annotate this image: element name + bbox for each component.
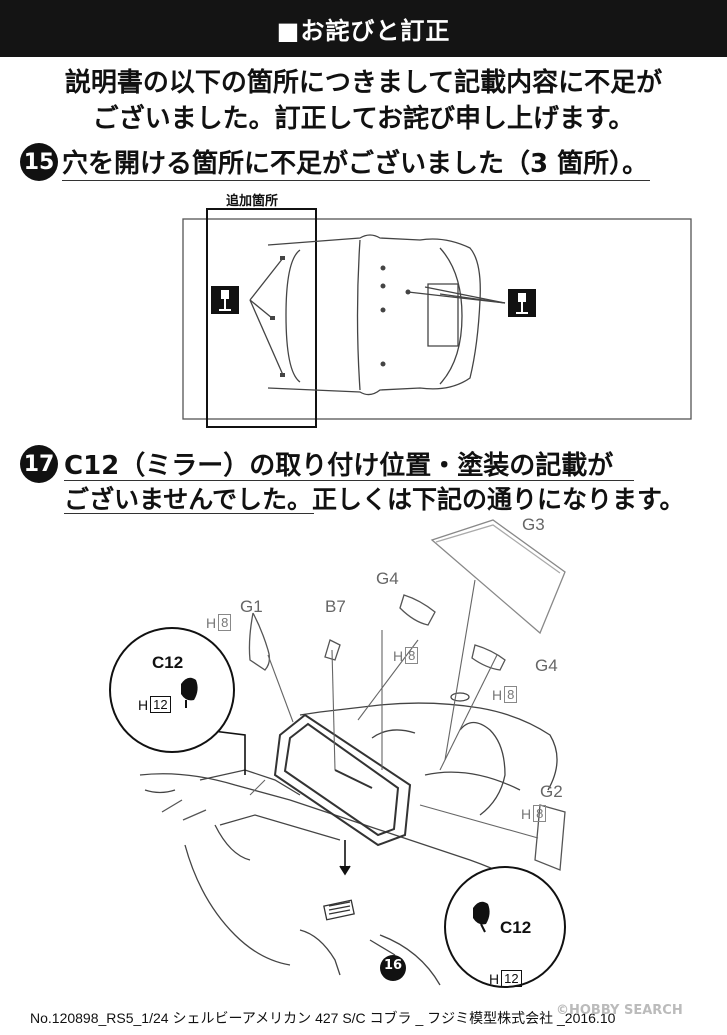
drill-icon bbox=[211, 286, 239, 314]
drill-icon bbox=[508, 289, 536, 317]
windshield-glass-g3 bbox=[430, 519, 566, 635]
section-17-underline-2 bbox=[64, 513, 314, 514]
windshield-frame bbox=[273, 713, 412, 847]
part-label-c12-right: C12 bbox=[500, 918, 532, 937]
section-15-underline bbox=[62, 180, 650, 181]
part-label-g2: G2 bbox=[540, 782, 563, 801]
part-label-g4-right: G4 bbox=[535, 656, 558, 675]
footer-text: No.120898_RS5_1/24 シェルビーアメリカン 427 S/C コブ… bbox=[30, 1010, 616, 1026]
section-15-number: 15 bbox=[20, 143, 58, 181]
part-label-b7: B7 bbox=[325, 597, 346, 616]
watermark: ©HOBBY SEARCH bbox=[556, 1003, 683, 1018]
banner-title: ■お詫びと訂正 bbox=[276, 17, 451, 45]
section-17-line-2: ございませんでした。正しくは下記の通りになります。 bbox=[64, 485, 685, 514]
part-label-g1: G1 bbox=[240, 597, 263, 616]
leader-lines bbox=[249, 579, 539, 839]
part-label-g3: G3 bbox=[522, 515, 545, 534]
mirror-stay-parts bbox=[161, 594, 566, 871]
section-15-title: 穴を開ける箇所に不足がございました（3 箇所）。 bbox=[62, 149, 649, 179]
intro-line-1: 説明書の以下の箇所につきまして記載内容に不足が bbox=[64, 68, 663, 98]
part-label-c12-left: C12 bbox=[152, 653, 184, 672]
holes bbox=[270, 256, 411, 377]
step-16-number: 16 bbox=[383, 958, 403, 973]
section-17-underline-1 bbox=[64, 480, 634, 481]
chassis-top-view bbox=[182, 208, 692, 428]
mirror-detail-left bbox=[109, 627, 235, 753]
section-17-line-1: C12（ミラー）の取り付け位置・塗装の記載が bbox=[64, 451, 614, 481]
intro-line-2: ございました。訂正してお詫び申し上げます。 bbox=[92, 104, 635, 134]
part-label-g4-top: G4 bbox=[376, 569, 399, 588]
mirror-detail-right bbox=[444, 866, 566, 988]
added-locations-label: 追加箇所 bbox=[226, 194, 279, 209]
section-17-number: 17 bbox=[20, 445, 58, 483]
step-16-marker bbox=[380, 955, 406, 981]
header-banner: ■お詫びと訂正 bbox=[0, 0, 727, 57]
vent bbox=[323, 899, 355, 921]
